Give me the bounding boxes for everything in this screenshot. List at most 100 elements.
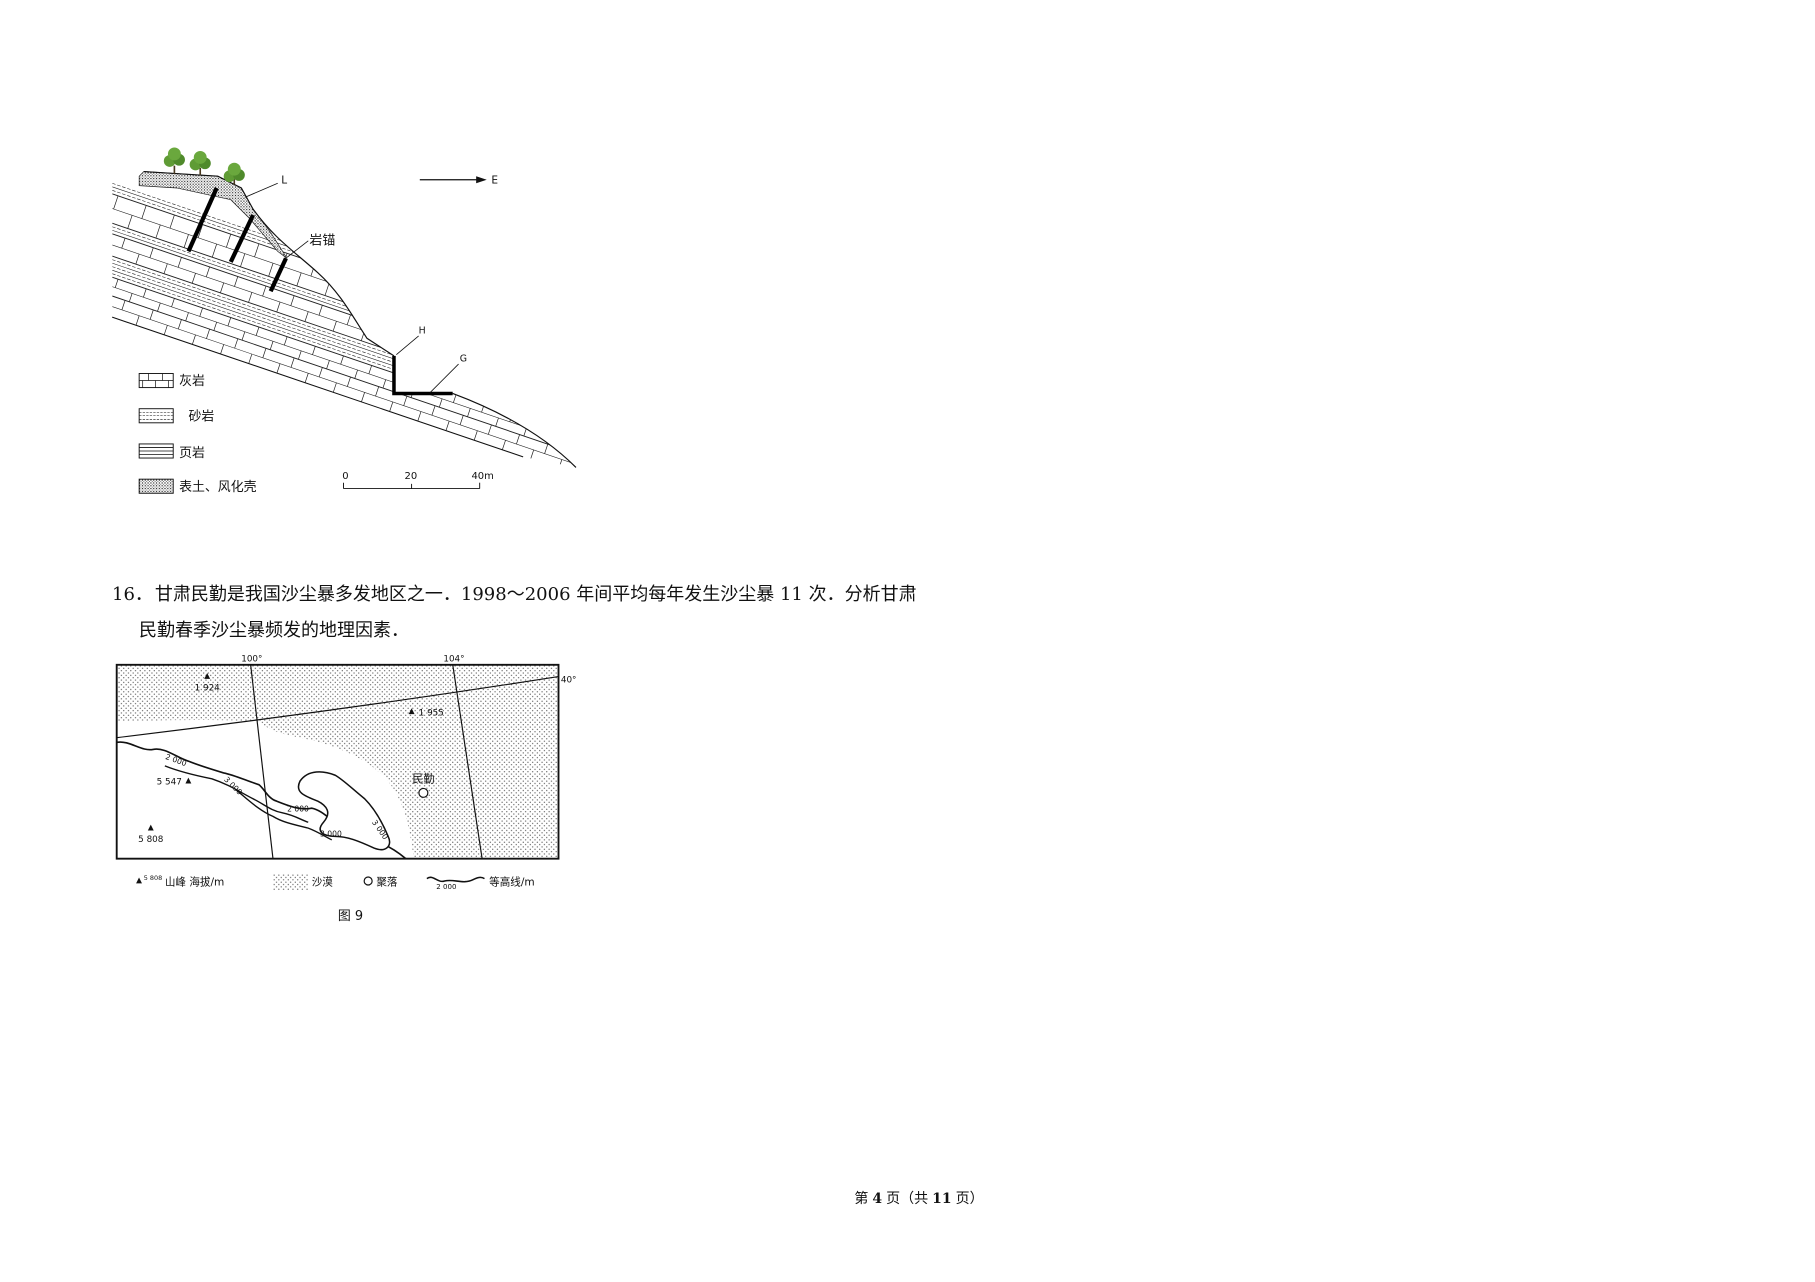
limestone-joint [143,288,147,298]
limestone-joint [128,293,133,302]
meridian-100 [250,664,274,859]
limestone-joint [113,195,119,210]
limestone-joint [197,224,203,238]
bedding-line [112,276,576,440]
contour-line [234,788,333,841]
rock-bolt [186,187,219,253]
tree-icon [223,162,245,185]
limestone-joint [572,453,576,464]
bedding-line [112,222,576,386]
limestone-joint [473,368,478,380]
limestone-joint [551,436,556,446]
limestone-joint [501,378,506,389]
limestone-joint [579,369,583,382]
map-legend: 5 808 山峰 海拔/m 沙漠 聚落 2 000 等高线/m [136,874,535,891]
limestone-joint [157,302,161,312]
limestone-joint [169,214,175,229]
limestone-joint [135,253,140,265]
limestone-joint [127,215,133,229]
limestone-joint [451,310,457,325]
question-number: 16． [112,584,153,605]
peak-elevation: 5 808 [138,835,163,845]
settlement-icon [418,787,429,798]
limestone-joint [537,422,542,432]
label-h: H [419,326,426,337]
limestone-joint [558,459,563,468]
bedding-line [112,262,576,426]
limestone-joint [354,369,358,379]
bedding-line [112,306,576,468]
limestone-joint [304,373,309,383]
limestone-joint [248,292,253,303]
scale-start: 0 [342,471,348,482]
contour-label: 2 000 [164,752,188,768]
limestone-joint [283,336,288,346]
limestone-joint [389,340,394,351]
label-l-leader [244,182,278,198]
limestone-joint [213,322,217,331]
limestone-joint [389,401,394,412]
limestone-joint [324,282,330,296]
peak-elevation: 1 955 [419,708,444,718]
legend-shale-label: 页岩 [179,446,205,461]
question-16-line-1: 16．甘肃民勤是我国沙尘暴多发地区之一．1998～2006 年间平均每年发生沙尘… [112,584,917,606]
contour-line [164,765,309,823]
legend-peak-icon [136,877,142,884]
legend-peak-label: 山峰 海拔/m [165,876,224,889]
limestone-joint [375,386,380,397]
limestone-joint [437,320,443,334]
legend-contour-label: 等高线/m [489,876,535,889]
limestone-joint [346,314,351,325]
bedding-line [112,255,576,419]
limestone-joint [340,355,344,365]
bedding-line [112,193,576,356]
rock-anchor-leader [286,240,309,258]
limestone-joint [396,374,401,384]
limestone-joint [177,257,182,268]
footer-middle: 页（共 [886,1191,929,1207]
figure-caption: 图 9 [338,909,363,924]
label-east: E [491,174,498,186]
legend-contour-sample: 2 000 [436,882,457,891]
limestone-joint [254,243,260,258]
limestone-joint [220,344,225,355]
limestone-joint [417,349,422,361]
bedding-line [112,269,576,433]
limestone-joint [445,421,450,431]
limestone-joint [382,379,387,389]
limestone-joint [121,300,126,310]
parallel-40-label: 40° [561,675,577,685]
limestone-joint [465,330,471,344]
limestone-joint [564,349,570,363]
limestone-joint [403,333,408,345]
limestone-joint [149,309,154,320]
excavation-cut-h-g [392,355,453,396]
limestone-joint [536,339,542,353]
meridian-100-label: 100° [241,654,262,664]
map-frame [115,663,560,860]
limestone-joint [479,320,485,334]
meridian-104-label: 104° [443,654,464,664]
limestone-joint [572,391,576,402]
label-h-leader [396,335,419,356]
limestone-joint [163,263,168,274]
limestone-joint [550,358,556,373]
limestone-joint [580,447,583,455]
limestone-joint [312,346,316,355]
limestone-joint [255,326,260,336]
contour-label: 2 000 [287,805,309,814]
label-rock-anchor: 岩锚 [309,233,335,248]
limestone-joint [332,321,337,332]
limestone-joint [530,388,535,399]
limestone-joint [493,339,499,354]
desert-area [116,664,559,859]
limestone-joint [276,363,281,374]
rock-bolt [228,214,255,263]
limestone-joint [226,234,232,248]
limestone-joint [240,253,246,267]
legend-settlement-icon [363,876,373,886]
limestone-joint [403,396,408,406]
scale-end: 40m [471,471,493,482]
bedding-line [112,266,576,429]
tree-icon [189,150,211,176]
